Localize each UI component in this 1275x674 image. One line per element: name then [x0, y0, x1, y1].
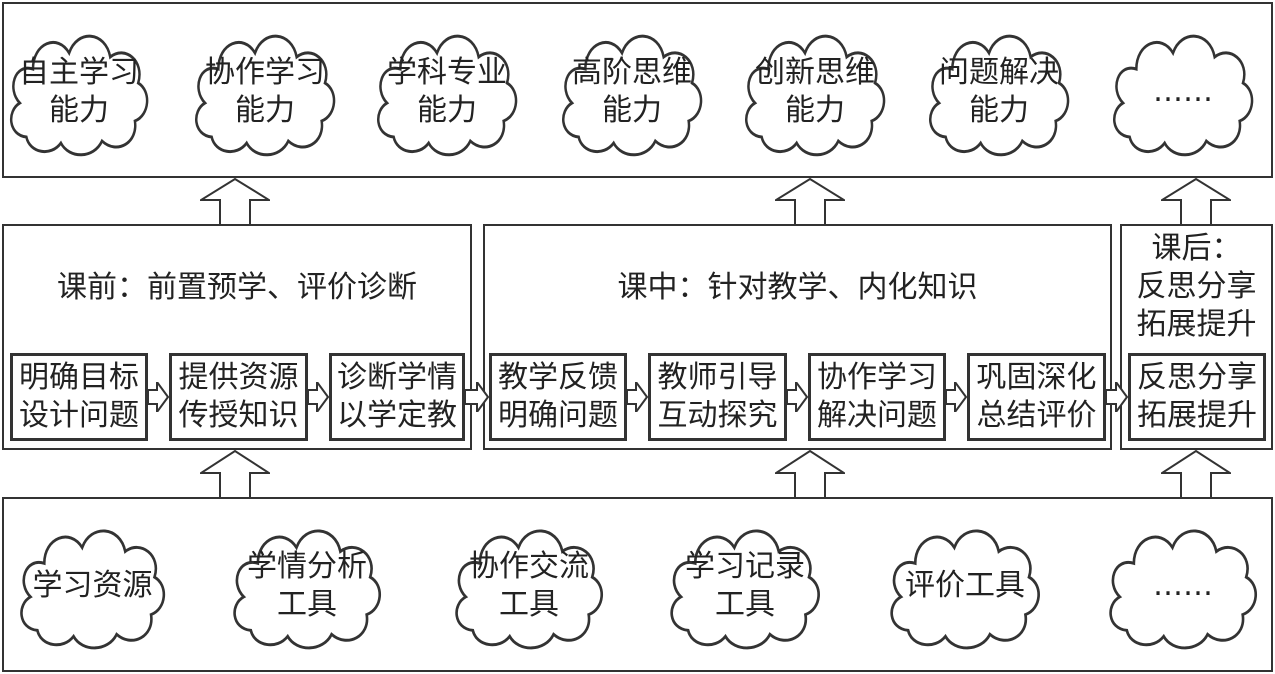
cloud-line: 工具	[277, 587, 337, 622]
cloud-line: 协作交流	[469, 549, 589, 584]
flow-arrow-icon	[787, 382, 808, 412]
step-line: 互动探究	[657, 398, 778, 433]
up-arrow-icon	[200, 178, 270, 224]
cloud-line: 创新思维	[755, 55, 875, 90]
step-line: 总结评价	[976, 398, 1097, 433]
step-set-goals: 明确目标 设计问题	[10, 353, 148, 441]
step-line: 明确目标	[19, 360, 139, 395]
cloud-line: 评价工具	[905, 568, 1025, 603]
cloud-line: 高阶思维	[572, 55, 692, 90]
cloud-line: 能力	[235, 93, 295, 128]
flow-arrow-icon	[627, 382, 648, 412]
flow-arrow-icon	[465, 382, 489, 412]
cloud-learning-resources: 学习资源	[15, 512, 170, 660]
step-line: 设计问题	[19, 398, 139, 433]
cloud-line: 工具	[715, 587, 775, 622]
cloud-line: 工具	[499, 587, 559, 622]
cloud-line: ……	[1153, 568, 1213, 603]
post-class-title-line: 课后：	[1151, 231, 1242, 266]
cloud-line: 协作学习	[205, 55, 325, 90]
step-feedback: 教学反馈 明确问题	[489, 353, 627, 441]
step-diagnose: 诊断学情 以学定教	[329, 353, 465, 441]
in-class-title: 课中：针对教学、内化知识	[617, 270, 978, 305]
flow-arrow-icon	[1106, 382, 1128, 412]
step-line: 反思分享	[1137, 360, 1257, 395]
up-arrow-icon	[1161, 178, 1231, 224]
cloud-line: 学习资源	[32, 568, 153, 603]
step-line: 传授知识	[178, 398, 299, 433]
step-teacher-guide: 教师引导 互动探究	[648, 353, 787, 441]
step-provide-resources: 提供资源 传授知识	[169, 353, 308, 441]
post-class-title: 课后： 反思分享 拓展提升	[1120, 230, 1273, 344]
step-line: 诊断学情	[337, 360, 457, 395]
cloud-self-learning: 自主学习能力	[5, 17, 153, 167]
cloud-learning-record-tools: 学习记录工具	[665, 512, 825, 660]
cloud-line: 自主学习	[19, 55, 139, 90]
cloud-line: 能力	[417, 93, 477, 128]
tools-panel	[2, 497, 1273, 672]
step-line: 教学反馈	[498, 360, 618, 395]
cloud-line: 学习记录	[685, 549, 805, 584]
step-line: 明确问题	[498, 398, 618, 433]
cloud-line: 能力	[969, 93, 1029, 128]
cloud-line: 能力	[602, 93, 662, 128]
cloud-learning-analysis-tools: 学情分析工具	[228, 512, 386, 660]
up-arrow-icon	[1161, 450, 1231, 497]
flow-arrow-icon	[308, 382, 329, 412]
cloud-line: 问题解决	[939, 55, 1059, 90]
step-line: 协作学习	[817, 360, 937, 395]
cloud-subject-expertise: 学科专业能力	[372, 17, 522, 167]
cloud-collaborative-learning: 协作学习能力	[190, 17, 340, 167]
up-arrow-icon	[775, 178, 845, 224]
pre-class-title: 课前：前置预学、评价诊断	[57, 270, 417, 305]
step-line: 以学定教	[337, 398, 457, 433]
step-reflect: 反思分享 拓展提升	[1128, 353, 1266, 441]
post-class-title-line: 反思分享	[1136, 269, 1257, 304]
step-line: 提供资源	[178, 360, 299, 395]
cloud-collaboration-tools: 协作交流工具	[450, 512, 608, 660]
cloud-more-tools: ……	[1104, 512, 1262, 660]
cloud-more-capabilities: ……	[1108, 17, 1258, 167]
post-class-title-line: 拓展提升	[1136, 307, 1257, 342]
step-line: 解决问题	[817, 398, 937, 433]
step-collaborate: 协作学习 解决问题	[808, 353, 946, 441]
step-line: 巩固深化	[976, 360, 1097, 395]
step-consolidate: 巩固深化 总结评价	[967, 353, 1106, 441]
cloud-problem-solving: 问题解决能力	[924, 17, 1074, 167]
up-arrow-icon	[775, 450, 845, 497]
cloud-line: ……	[1153, 74, 1213, 109]
cloud-innovative-thinking: 创新思维能力	[740, 17, 890, 167]
cloud-line: 学情分析	[247, 549, 367, 584]
cloud-higher-order-thinking: 高阶思维能力	[557, 17, 707, 167]
cloud-line: 能力	[785, 93, 845, 128]
flow-arrow-icon	[148, 382, 169, 412]
step-line: 教师引导	[657, 360, 778, 395]
cloud-evaluation-tools: 评价工具	[885, 512, 1045, 660]
up-arrow-icon	[200, 450, 270, 497]
cloud-line: 学科专业	[387, 55, 507, 90]
cloud-line: 能力	[49, 93, 109, 128]
flow-arrow-icon	[946, 382, 967, 412]
step-line: 拓展提升	[1137, 398, 1257, 433]
